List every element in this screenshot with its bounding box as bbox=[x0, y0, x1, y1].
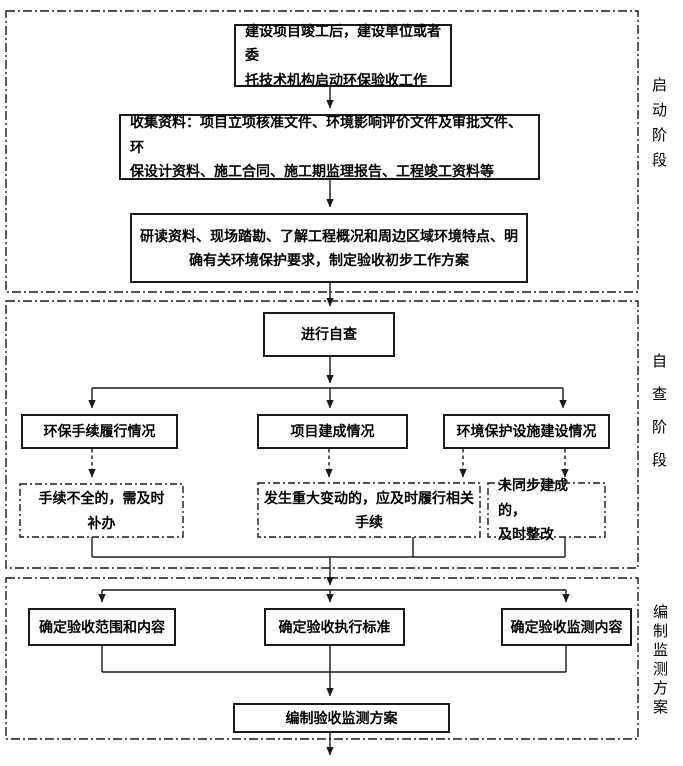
box-procedure-status: 环保手续履行情况 bbox=[21, 414, 178, 449]
section-label-self-check-phase: 自查阶段 bbox=[651, 354, 667, 469]
box-prepare-monitoring-plan: 编制验收监测方案 bbox=[233, 703, 450, 733]
dashed-connectors bbox=[88, 449, 569, 478]
box-collect-materials: 收集资料：项目立项核准文件、环境影响评价文件及审批文件、环 保设计资料、施工合同… bbox=[119, 114, 540, 180]
section-borders bbox=[5, 10, 639, 740]
box-major-change: 发生重大变动的，应及时履行相关 手续 bbox=[264, 489, 474, 531]
solid-connectors bbox=[88, 87, 570, 756]
box-start-acceptance: 建设项目竣工后，建设单位或者委 托技术机构启动环保验收工作 bbox=[234, 23, 452, 88]
section-1-border bbox=[5, 10, 639, 293]
section-3-border bbox=[5, 577, 639, 740]
section-label-startup-phase: 启动阶段 bbox=[651, 78, 667, 169]
box-facility-status: 环境保护设施建设情况 bbox=[443, 414, 610, 449]
section-label-plan-preparation-phase: 编制监测方案 bbox=[652, 605, 668, 716]
box-acceptance-standards: 确定验收执行标准 bbox=[264, 608, 405, 646]
dashed-result-box-borders bbox=[19, 482, 606, 538]
section-2-border bbox=[5, 300, 639, 569]
box-sync-remedy: 未同步建成的， 及时整改 bbox=[498, 477, 568, 543]
box-acceptance-scope: 确定验收范围和内容 bbox=[28, 608, 176, 646]
box-procedure-remedy: 手续不全的，需及时 补办 bbox=[38, 490, 165, 531]
box-study-and-plan: 研读资料、现场踏勘、了解工程概况和周边区域环境特点、明 确有关环境保护要求，制定… bbox=[130, 213, 528, 283]
box-monitoring-content: 确定验收监测内容 bbox=[501, 608, 632, 646]
box-completion-status: 项目建成情况 bbox=[257, 414, 408, 449]
box-self-check: 进行自查 bbox=[263, 312, 395, 357]
